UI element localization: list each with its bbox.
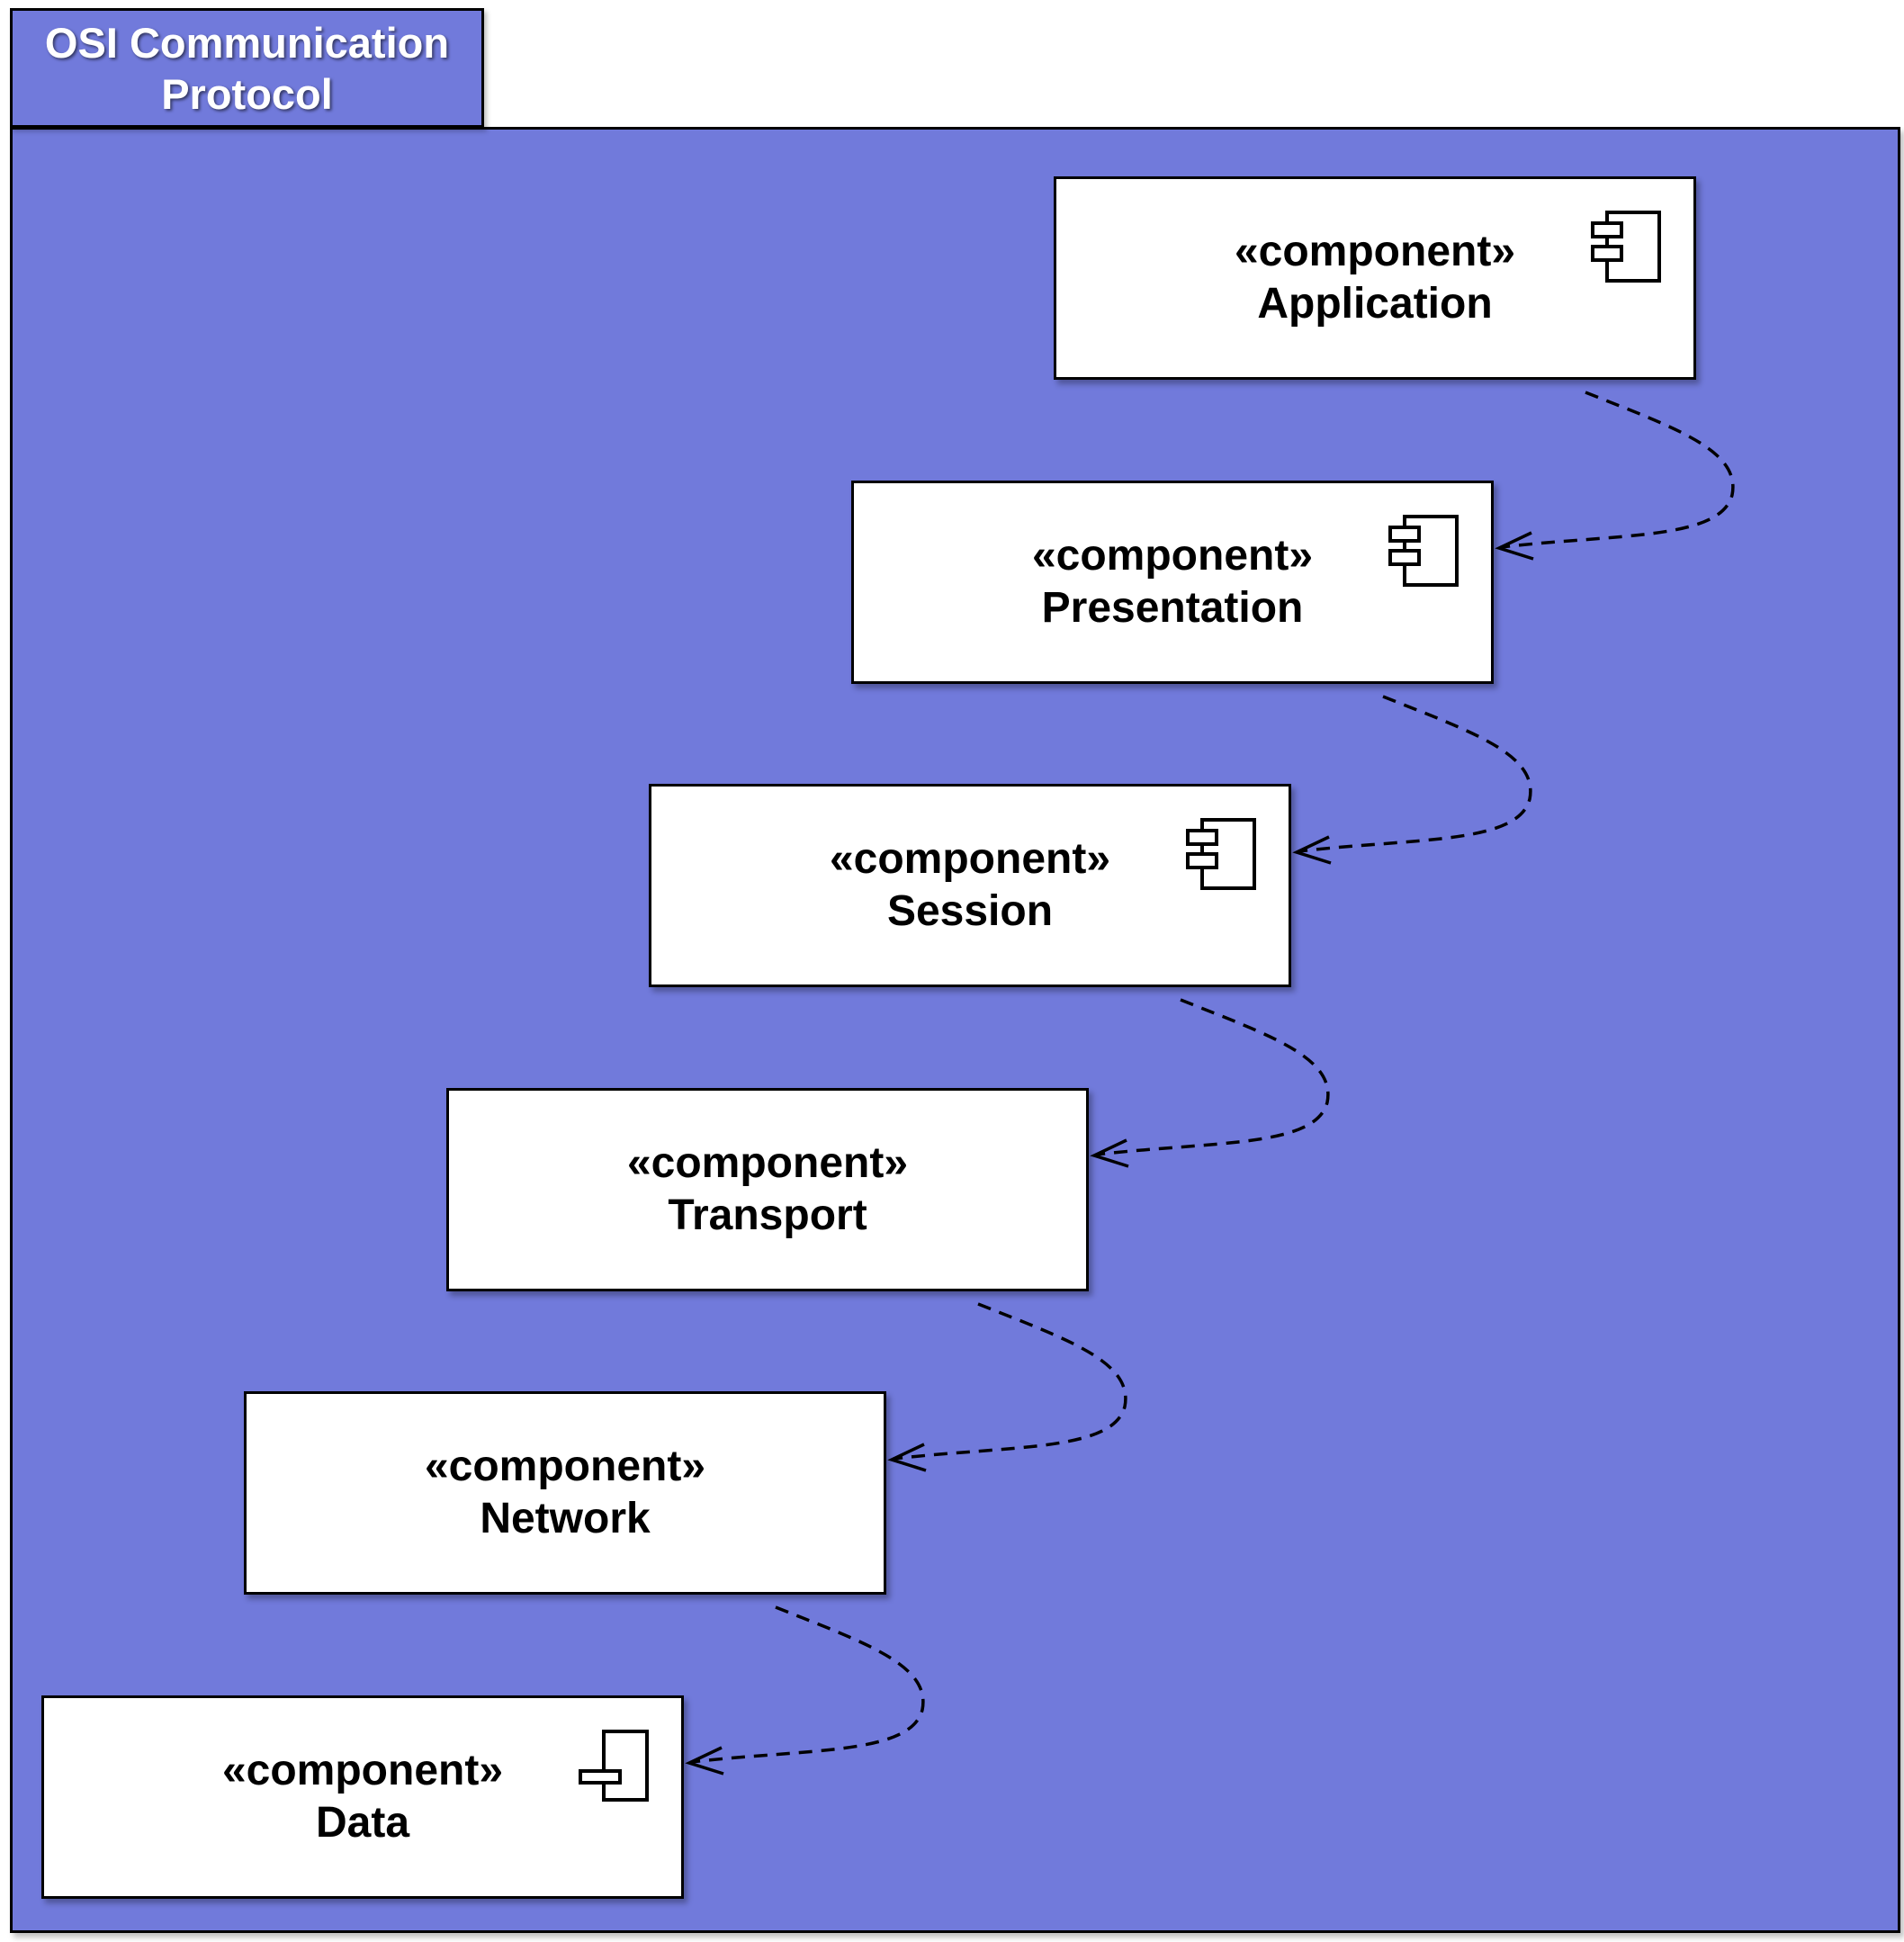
component-stereotype: «component»	[424, 1443, 706, 1490]
component-session[interactable]: «component» Session	[649, 784, 1291, 987]
package-body	[10, 127, 1900, 1933]
component-name: Data	[315, 1799, 410, 1847]
partial-component-icon	[579, 1730, 649, 1802]
component-icon	[1388, 515, 1459, 587]
component-stereotype: «component»	[221, 1747, 504, 1794]
component-transport[interactable]: «component» Transport	[446, 1088, 1089, 1291]
component-name: Presentation	[1041, 584, 1304, 632]
component-stereotype: «component»	[1031, 532, 1314, 580]
component-network[interactable]: «component» Network	[244, 1391, 886, 1595]
package-tab: OSI Communication Protocol	[10, 8, 484, 128]
component-presentation[interactable]: «component» Presentation	[851, 481, 1494, 684]
component-icon	[1591, 211, 1661, 283]
component-name: Session	[886, 887, 1054, 935]
package-title-line-1: OSI Communication	[44, 18, 450, 67]
component-name: Transport	[668, 1191, 867, 1239]
component-stereotype: «component»	[829, 835, 1111, 883]
component-icon	[1186, 818, 1256, 890]
component-data[interactable]: «component» Data	[41, 1695, 684, 1899]
component-name: Network	[480, 1495, 651, 1542]
component-stereotype: «component»	[626, 1139, 909, 1187]
component-stereotype: «component»	[1234, 228, 1516, 275]
package-title-line-2: Protocol	[161, 69, 333, 118]
component-name: Application	[1257, 280, 1493, 328]
component-application[interactable]: «component» Application	[1054, 176, 1696, 380]
